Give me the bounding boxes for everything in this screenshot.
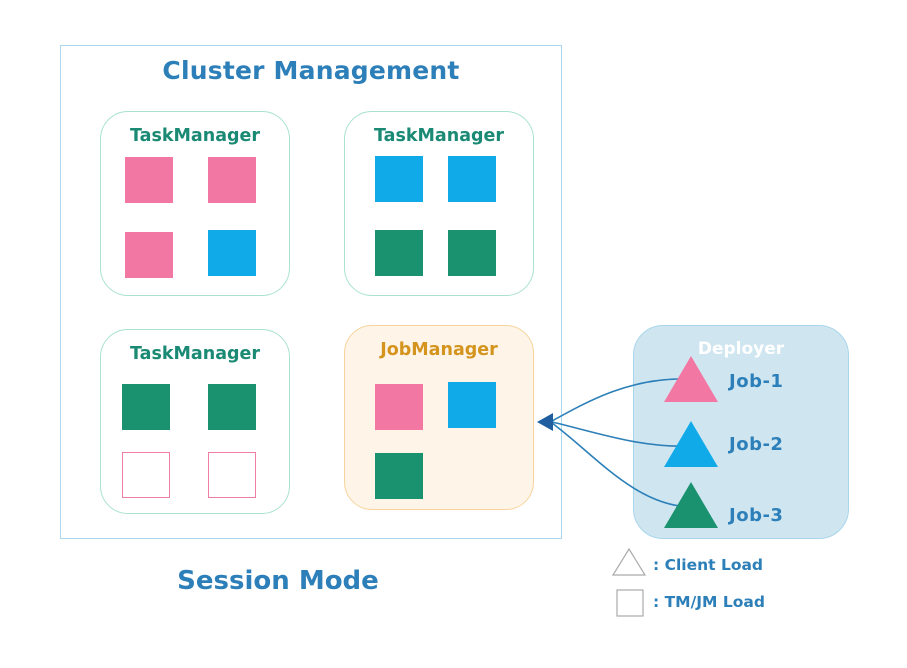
- green-slot: [208, 384, 256, 430]
- job-label-2: Job-2: [729, 434, 784, 455]
- job-label-1: Job-1: [729, 371, 784, 392]
- taskmanager-title: TaskManager: [129, 126, 261, 146]
- green-slot: [375, 453, 423, 499]
- job-label-3: Job-3: [729, 505, 784, 526]
- blue-slot: [208, 230, 256, 276]
- green-slot: [122, 384, 170, 430]
- pink-slot: [125, 157, 173, 203]
- blue-slot: [448, 382, 496, 428]
- legend-client-load-label: : Client Load: [653, 556, 764, 574]
- blue-slot: [448, 156, 496, 202]
- green-slot: [448, 230, 496, 276]
- taskmanager-box-1: TaskManager: [100, 111, 290, 296]
- session-mode-title: Session Mode: [177, 566, 379, 596]
- taskmanager-title: TaskManager: [373, 126, 505, 146]
- empty-slot: [122, 452, 170, 498]
- taskmanager-box-3: TaskManager: [100, 329, 290, 514]
- taskmanager-title: TaskManager: [129, 344, 261, 364]
- jobmanager-title: JobManager: [380, 340, 498, 360]
- triangle-outline-icon: [611, 547, 647, 576]
- deployer-title: Deployer: [697, 339, 785, 359]
- blue-slot: [375, 156, 423, 202]
- jobmanager-box: JobManager: [344, 325, 534, 510]
- legend-tmjm-load-label: : TM/JM Load: [653, 593, 765, 611]
- empty-slot: [208, 452, 256, 498]
- pink-slot: [208, 157, 256, 203]
- green-slot: [375, 230, 423, 276]
- pink-slot: [375, 384, 423, 430]
- square-outline-icon: [616, 589, 644, 617]
- taskmanager-box-2: TaskManager: [344, 111, 534, 296]
- cluster-management-title: Cluster Management: [162, 56, 460, 85]
- pink-slot: [125, 232, 173, 278]
